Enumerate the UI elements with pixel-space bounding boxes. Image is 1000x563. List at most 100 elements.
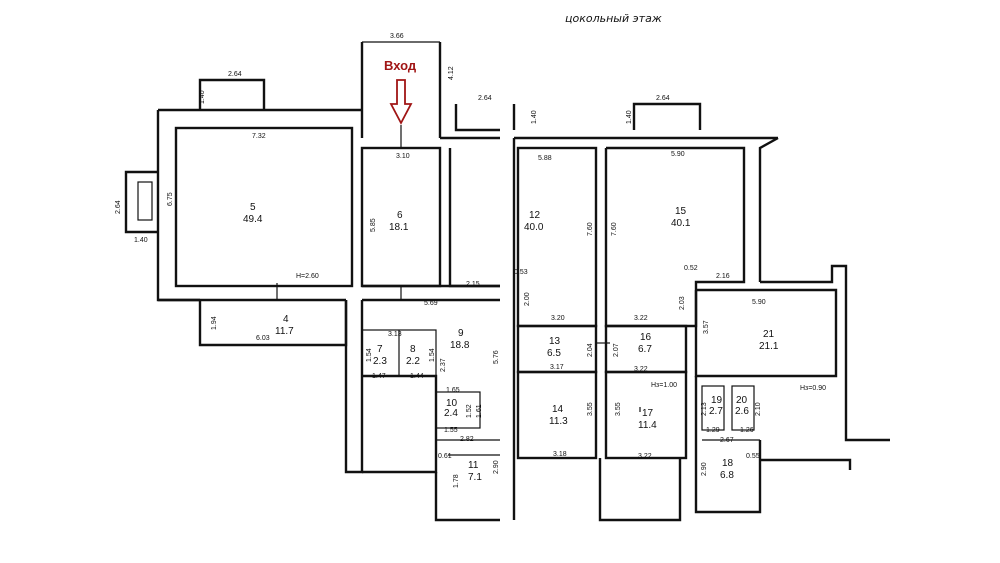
room-area: 2.3: [373, 356, 387, 367]
dimension-label: 2.10: [755, 402, 762, 416]
dimension-label: 2.03: [679, 296, 686, 310]
room-area: 2.4: [444, 408, 458, 419]
dimension-label: 3.55: [615, 402, 622, 416]
dimension-label: 1.61: [476, 404, 483, 418]
dimension-label: 5.90: [671, 151, 685, 158]
dimension-label: 0.53: [514, 269, 528, 276]
room-area: 49.4: [243, 214, 263, 225]
room-number: 11: [468, 460, 479, 471]
dimension-label: 6.75: [167, 192, 174, 206]
room-number: 16: [640, 332, 652, 343]
dimension-label: 1.78: [453, 474, 460, 488]
dimension-label: 1.29: [706, 427, 720, 434]
room-area: 11.3: [549, 416, 568, 427]
room-area: 6.7: [638, 344, 652, 355]
dimension-label: 2.15: [466, 281, 480, 288]
dimension-label: 0.52: [684, 265, 698, 272]
dimension-label: 2.64: [228, 71, 242, 78]
room-number: 17: [642, 408, 654, 419]
dimension-label: 3.66: [390, 33, 404, 40]
dimension-label: 3.22: [638, 453, 652, 460]
dimension-label: 1.94: [211, 316, 218, 330]
room-number: 10: [446, 398, 458, 409]
dimension-label: 2.82: [460, 436, 474, 443]
dimension-label: 5.85: [370, 218, 377, 232]
room-number: 18: [722, 458, 734, 469]
dimension-label: 2.37: [440, 358, 447, 372]
room-area: 18.8: [450, 340, 470, 351]
right-block-walls: [512, 102, 890, 522]
dimension-label: 2.07: [613, 343, 620, 357]
room-number: 8: [410, 344, 416, 355]
dimension-label: 3.10: [396, 153, 410, 160]
dimension-label: 1.40: [134, 237, 148, 244]
room-area: 6.8: [720, 470, 734, 481]
dimension-label: 0.55: [746, 453, 760, 460]
dimension-label: 2.90: [493, 460, 500, 474]
dimension-label: 5.76: [493, 350, 500, 364]
dimension-label: 2.04: [587, 343, 594, 357]
room-area: 7.1: [468, 472, 482, 483]
room-area: 2.7: [709, 406, 723, 417]
dimension-label: 1.44: [410, 373, 424, 380]
dimension-label: 1.55: [444, 427, 458, 434]
room-number: 19: [711, 395, 723, 406]
room-number: 7: [377, 344, 383, 355]
room-number: 21: [763, 329, 775, 340]
room-number: 15: [675, 206, 687, 217]
room-area: 2.2: [406, 356, 420, 367]
room-number: 12: [529, 210, 541, 221]
room-area: 11.7: [275, 326, 294, 337]
entrance-arrow-icon: [389, 79, 413, 125]
dimension-label: 1.40: [626, 110, 633, 124]
room-area: 11.4: [638, 420, 657, 431]
room-area: 18.1: [389, 222, 409, 233]
room-number: 5: [250, 202, 256, 213]
dimension-label: 7.60: [611, 222, 618, 236]
dimension-label: 1.54: [366, 348, 373, 362]
dimension-label: 2.00: [524, 292, 531, 306]
room-number: 14: [552, 404, 564, 415]
dimension-label: 3.55: [587, 402, 594, 416]
dimension-label: 1.52: [466, 404, 473, 418]
dimension-label: 2.64: [115, 200, 122, 214]
room-number: 9: [458, 328, 464, 339]
room-area: 40.0: [524, 222, 544, 233]
dimension-label: 2.64: [656, 95, 670, 102]
room-area: 40.1: [671, 218, 691, 229]
dimension-label: 6.03: [256, 335, 270, 342]
dimension-label: 4.12: [448, 66, 455, 80]
dimension-label: 3.18: [553, 451, 567, 458]
dimension-label: 7.60: [587, 222, 594, 236]
room-area: 6.5: [547, 348, 561, 359]
dimension-label: 1.54: [429, 348, 436, 362]
entrance-label: Вход: [384, 58, 417, 73]
dimension-label: 1.47: [372, 373, 386, 380]
dimension-label: 5.90: [752, 299, 766, 306]
dimension-label: 1.65: [446, 387, 460, 394]
dimension-label: 2.13: [701, 402, 708, 416]
dimension-labels: 3.66 2.64 7.32 1.40 H=2.60 3.10 2.64 6.0…: [115, 33, 826, 488]
dimension-label: 2.16: [716, 273, 730, 280]
room-area: 21.1: [759, 341, 779, 352]
dimension-label: 7.32: [252, 133, 266, 140]
room-area: 2.6: [735, 406, 749, 417]
dimension-label: 5.88: [538, 155, 552, 162]
room-labels: 5 49.4 6 18.1 4 11.7 9 18.8 7 2.3 8 2.2 …: [243, 202, 779, 483]
dimension-label: 3.22: [634, 366, 648, 373]
dimension-label: H=2.60: [296, 273, 319, 280]
dimension-label: 1.40: [531, 110, 538, 124]
room-number: 6: [397, 210, 403, 221]
room-number: 13: [549, 336, 561, 347]
dimension-label: Нз=1.00: [651, 382, 677, 389]
dimension-label: 2.64: [478, 95, 492, 102]
dimension-label: 5.69: [424, 300, 438, 307]
dimension-label: 3.57: [703, 320, 710, 334]
dimension-label: 0.61: [438, 453, 452, 460]
dimension-label: 3.22: [634, 315, 648, 322]
dimension-label: 1.26: [740, 427, 754, 434]
left-block-walls: [124, 41, 500, 522]
room-number: 4: [283, 314, 289, 325]
dimension-label: 2.90: [701, 462, 708, 476]
